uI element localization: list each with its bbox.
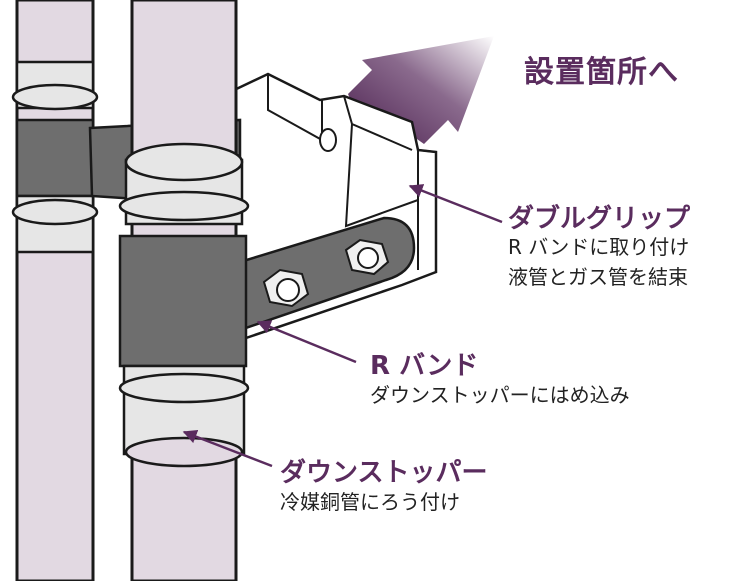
label-down-stopper-line1: 冷媒銅管にろう付け (280, 490, 460, 514)
leader-r-band (256, 320, 357, 364)
label-r-band-heading: R バンド (370, 351, 479, 381)
bracket-hole (319, 128, 337, 152)
leader-down-stopper (182, 430, 273, 468)
label-down-stopper-heading: ダウンストッパー (280, 458, 488, 488)
leader-double-grip (408, 184, 503, 224)
label-double-grip-line1: R バンドに取り付け (508, 235, 690, 259)
label-double-grip-line2: 液管とガス管を結束 (508, 265, 688, 289)
pipe-left (11, 0, 99, 583)
pipe-right (118, 0, 250, 583)
nut-left (262, 268, 310, 308)
label-r-band-line1: ダウンストッパーにはめ込み (370, 383, 630, 407)
title: 設置箇所へ (524, 55, 679, 90)
label-double-grip-heading: ダブルグリップ (508, 204, 691, 234)
nut-right (344, 238, 390, 276)
